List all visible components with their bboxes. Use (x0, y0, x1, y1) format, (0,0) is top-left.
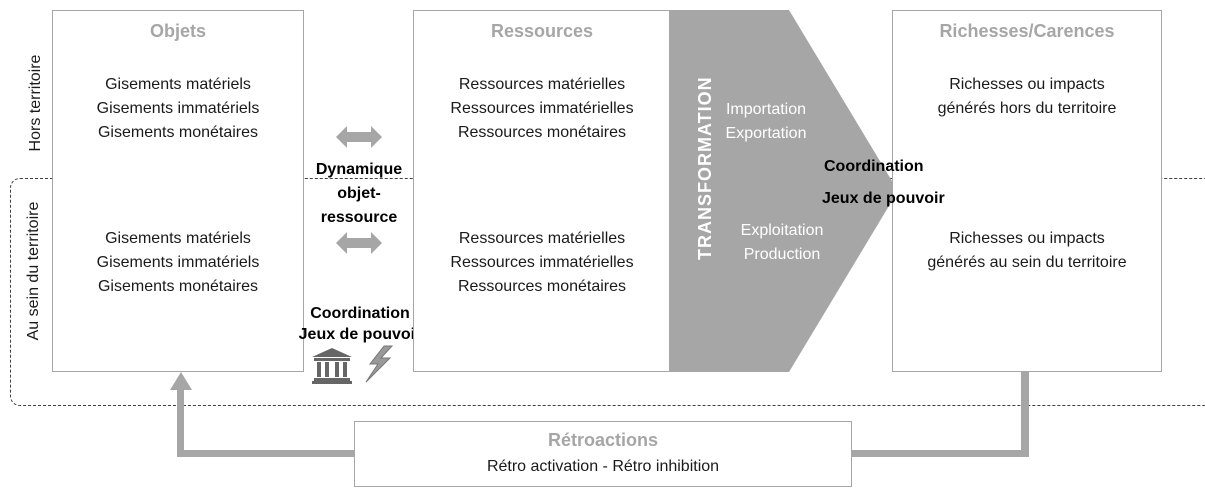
institution-icon (312, 348, 352, 384)
coordination-right-label: Coordination Jeux de pouvoir (808, 151, 978, 215)
list-item: Gisements immatériels (96, 100, 260, 117)
ressources-hors-list: Ressources matérielles Ressources immaté… (414, 73, 670, 145)
list-item: Ressources monétaires (457, 278, 627, 295)
list-item: Ressources matérielles (458, 230, 626, 247)
feedback-arrowhead-icon (170, 372, 192, 390)
dynamique-line2: objet- (337, 185, 381, 202)
coordination-right-line2: Jeux de pouvoir (822, 190, 945, 207)
transformation-hors-line2: Exportation (725, 125, 807, 142)
feedback-line-left-horizontal (177, 450, 357, 457)
richesses-box: Richesses/Carences Richesses ou impacts … (892, 10, 1162, 372)
richesses-title: Richesses/Carences (939, 21, 1115, 41)
list-item: Gisements monétaires (97, 278, 259, 295)
richesses-hors-text: Richesses ou impacts générés hors du ter… (893, 73, 1161, 121)
coordination-left-line2: Jeux de pouvoir (298, 326, 422, 343)
coordination-left-label: Coordination Jeux de pouvoir (280, 303, 440, 345)
retroactions-subtitle: Rétro activation - Rétro inhibition (486, 458, 720, 475)
ressources-title: Ressources (490, 21, 594, 41)
list-item: Ressources immatérielles (450, 100, 634, 117)
list-item: Gisements monétaires (97, 124, 259, 141)
feedback-line-right-vertical (1021, 372, 1029, 456)
transformation-au-sein-text: Exploitation Production (722, 219, 842, 267)
feedback-line-left-vertical (177, 388, 184, 457)
transformation-au-sein-line1: Exploitation (740, 222, 824, 239)
dynamique-label: Dynamique objet- ressource (305, 158, 413, 230)
dynamique-line3: ressource (320, 209, 398, 226)
objets-hors-list: Gisements matériels Gisements immatériel… (53, 73, 303, 145)
ressources-box: Ressources Ressources matérielles Ressou… (413, 10, 671, 372)
richesses-au-sein-line2: générés au sein du territoire (927, 254, 1127, 271)
list-item: Ressources immatérielles (450, 254, 634, 271)
objets-title: Objets (149, 21, 206, 41)
side-label-hors-territoire: Hors territoire (27, 54, 44, 152)
richesses-au-sein-line1: Richesses ou impacts (949, 230, 1105, 247)
richesses-au-sein-text: Richesses ou impacts générés au sein du … (893, 227, 1161, 275)
transformation-au-sein-line2: Production (743, 246, 821, 263)
coordination-left-line1: Coordination (310, 305, 410, 322)
list-item: Ressources matérielles (458, 76, 626, 93)
dynamique-line1: Dynamique (315, 161, 403, 178)
list-item: Ressources monétaires (457, 124, 627, 141)
lightning-icon (365, 345, 394, 383)
richesses-hors-line1: Richesses ou impacts (949, 76, 1105, 93)
list-item: Gisements matériels (105, 230, 251, 247)
ressources-au-sein-list: Ressources matérielles Ressources immaté… (414, 227, 670, 299)
objets-au-sein-list: Gisements matériels Gisements immatériel… (53, 227, 303, 299)
double-arrow-icon (336, 126, 382, 148)
feedback-line-right-horizontal (820, 450, 1029, 457)
richesses-hors-line2: générés hors du territoire (937, 100, 1117, 117)
objets-box: Objets Gisements matériels Gisements imm… (52, 10, 304, 372)
retroactions-box: Rétroactions Rétro activation - Rétro in… (354, 421, 852, 487)
side-label-au-sein-territoire: Au sein du territoire (25, 201, 42, 341)
coordination-right-line1: Coordination (824, 158, 924, 175)
retroactions-title: Rétroactions (547, 430, 659, 450)
transformation-chevron (669, 10, 898, 372)
list-item: Gisements immatériels (96, 254, 260, 271)
double-arrow-icon (336, 232, 382, 254)
transformation-hors-text: Importation Exportation (706, 98, 826, 146)
transformation-hors-line1: Importation (725, 101, 807, 118)
list-item: Gisements matériels (105, 76, 251, 93)
